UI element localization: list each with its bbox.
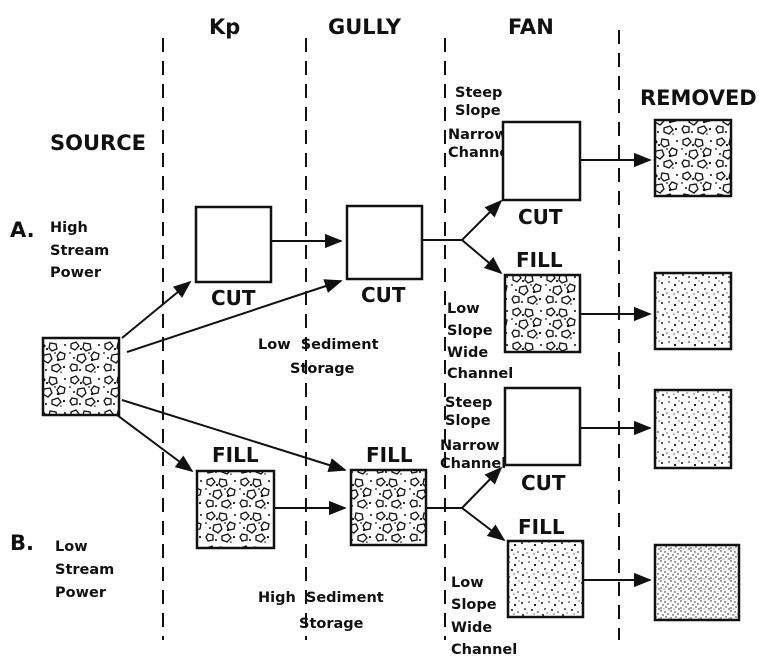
fan-a-wide-2: Channel: [447, 366, 513, 382]
fan-a-steep-1: Steep: [455, 85, 502, 101]
fan-b-wide-2: Channel: [451, 642, 517, 658]
fan-a-fill-label: FILL: [516, 248, 563, 272]
header-kp: Kp: [209, 15, 240, 39]
arrow-gully-fan-b-fill: [462, 508, 504, 540]
low-storage-line2: Storage: [290, 361, 355, 377]
arrow-source-kp-cut: [122, 282, 190, 338]
low-storage-line1: Low Sediment: [258, 337, 379, 353]
fan-a-cut-label: CUT: [518, 205, 563, 229]
fan-b-narrow-2: Channel: [440, 456, 506, 472]
kp-cut-label: CUT: [211, 286, 256, 310]
high-storage-line2: Storage: [299, 616, 364, 632]
kp-fill-box: [197, 471, 274, 548]
removed-box-3: [655, 390, 731, 468]
arrow-source-kp-fill: [117, 415, 192, 471]
scenario-b-line3: Power: [55, 585, 107, 601]
gully-fill-label: FILL: [366, 443, 413, 467]
scenario-b-letter: B.: [10, 531, 34, 555]
header-fan: FAN: [508, 15, 554, 39]
kp-cut-box: [196, 207, 271, 282]
scenario-b-line1: Low: [55, 539, 88, 555]
fan-a-steep-2: Slope: [455, 103, 501, 119]
gully-cut-label: CUT: [361, 283, 406, 307]
scenario-a-line2: Stream: [50, 243, 109, 259]
source-box: [43, 338, 119, 415]
fan-b-cut-label: CUT: [521, 471, 566, 495]
arrow-gully-fan-b-cut: [426, 468, 501, 508]
fan-a-narrow-1: Narrow: [448, 127, 508, 143]
fan-a-low-1: Low: [447, 301, 480, 317]
header-source: SOURCE: [50, 131, 146, 155]
arrow-gully-fan-a-cut: [422, 201, 501, 240]
fan-a-cut-box: [503, 122, 580, 200]
fan-b-narrow-1: Narrow: [440, 438, 500, 454]
high-storage-line1: High Sediment: [258, 590, 384, 606]
arrow-gully-fan-a-fill: [462, 240, 501, 273]
scenario-a-line3: Power: [50, 265, 102, 281]
gully-cut-box: [347, 206, 422, 279]
removed-box-4: [655, 545, 739, 620]
fan-a-wide-1: Wide: [447, 345, 488, 361]
removed-box-1: [655, 120, 731, 196]
header-gully: GULLY: [328, 15, 402, 39]
scenario-a-line1: High: [50, 220, 88, 236]
fan-a-fill-box: [505, 275, 580, 352]
fan-b-low-2: Slope: [451, 597, 497, 613]
fan-b-steep-2: Slope: [445, 413, 491, 429]
fan-b-cut-box: [505, 388, 580, 465]
header-removed: REMOVED: [640, 86, 757, 110]
fan-b-fill-label: FILL: [518, 515, 565, 539]
fan-b-low-1: Low: [451, 575, 484, 591]
fan-b-fill-box: [508, 541, 583, 617]
removed-box-2: [655, 273, 731, 349]
scenario-a-letter: A.: [10, 218, 35, 242]
fan-a-low-2: Slope: [447, 323, 493, 339]
fan-b-steep-1: Steep: [445, 395, 492, 411]
kp-fill-label: FILL: [212, 443, 259, 467]
gully-fill-box: [351, 470, 426, 545]
scenario-b-line2: Stream: [55, 562, 114, 578]
fan-b-wide-1: Wide: [451, 620, 492, 636]
